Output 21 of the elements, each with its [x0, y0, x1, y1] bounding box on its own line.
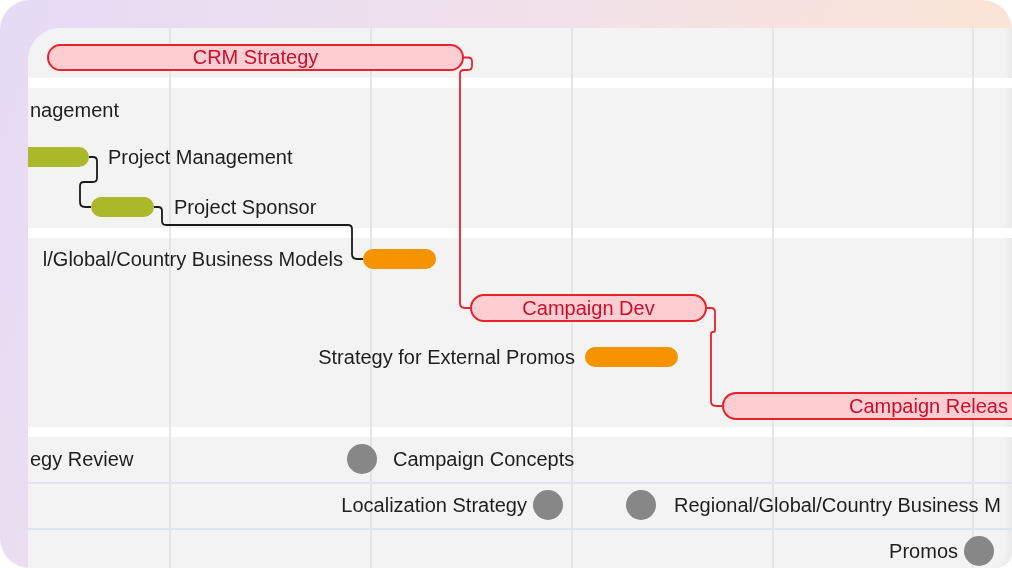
task-label: Strategy for External Promos [318, 345, 575, 369]
task-bar [585, 347, 678, 367]
dependency-line [79, 156, 98, 208]
task-label: Project Management [108, 145, 293, 169]
milestone-label: Campaign Concepts [393, 447, 575, 471]
milestone-label: Promos [889, 539, 958, 563]
summary-bar: Campaign Dev [470, 294, 707, 322]
task-label: nagement [30, 98, 119, 122]
dependency-line [706, 307, 723, 407]
task-label: Project Sponsor [174, 195, 317, 219]
task-bar [91, 197, 154, 217]
milestone-label: Localization Strategy [341, 493, 527, 517]
task-label: egy Review [30, 447, 134, 471]
task-bar [363, 249, 436, 269]
task-label: l/Global/Country Business Models [42, 247, 343, 271]
summary-bar: Campaign Releas [722, 392, 1012, 420]
dependency-line [153, 206, 364, 260]
task-bar [28, 147, 89, 167]
dependency-line [459, 56, 473, 309]
milestone-label: Regional/Global/Country Business M [674, 493, 1001, 517]
summary-bar: CRM Strategy [47, 44, 464, 71]
